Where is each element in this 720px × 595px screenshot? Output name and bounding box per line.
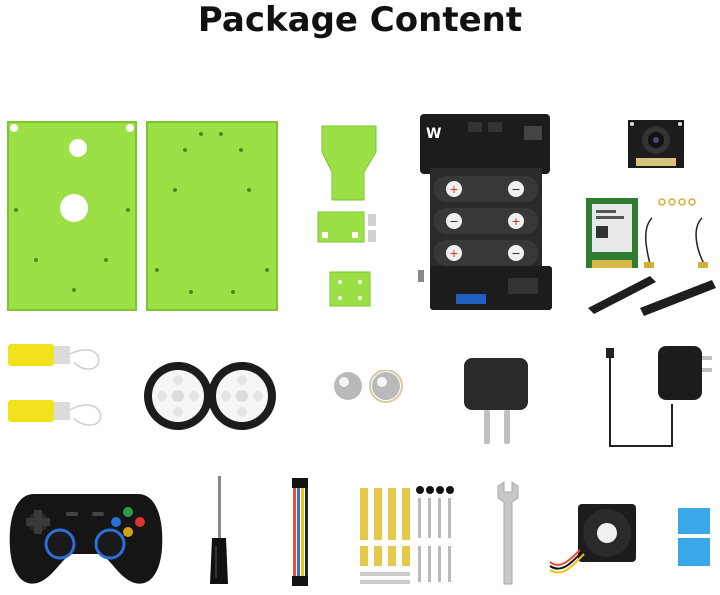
page-title: Package Content: [197, 0, 523, 40]
power-adapter: [602, 342, 718, 454]
wifi-card: [584, 196, 640, 272]
green-bracket-parts: [310, 122, 390, 312]
thermal-pads: [676, 506, 712, 570]
jumper-wires: [290, 476, 310, 588]
svg-text:W: W: [426, 126, 441, 142]
standoffs-and-screws: [352, 482, 462, 590]
antennas: [580, 198, 720, 316]
svg-text:−: −: [511, 247, 520, 260]
wheels: [142, 356, 278, 436]
aluminium-plate-a: [6, 120, 138, 312]
camera-module: [626, 118, 686, 170]
svg-text:+: +: [449, 183, 458, 196]
expansion-board: W + − − + + −: [418, 112, 552, 322]
svg-text:−: −: [449, 215, 458, 228]
svg-text:+: +: [449, 247, 458, 260]
gamepad: [6, 488, 166, 592]
power-plug-adapter: [460, 354, 532, 448]
gear-motors: [6, 336, 110, 432]
aluminium-plate-b: [145, 120, 279, 312]
ball-casters: [328, 370, 408, 404]
wrench: [494, 480, 522, 590]
svg-text:−: −: [511, 183, 520, 196]
svg-text:+: +: [511, 215, 520, 228]
screwdriver: [206, 474, 232, 590]
cooling-fan: [546, 500, 642, 580]
